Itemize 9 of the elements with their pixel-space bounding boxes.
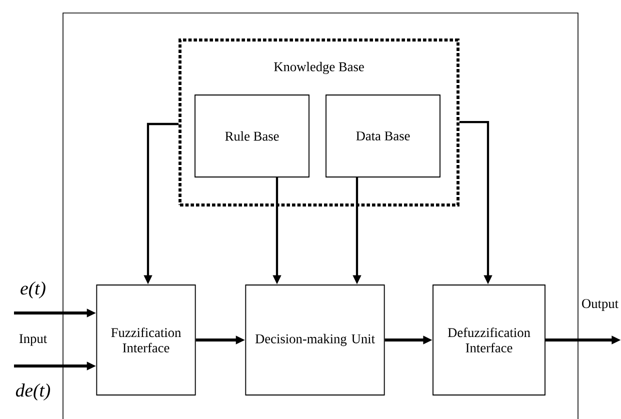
process-box: Rule Base xyxy=(194,94,310,178)
input-label: Input xyxy=(19,334,47,346)
process-box: Fuzzification Interface xyxy=(96,284,196,396)
signal-label: e(t) xyxy=(20,282,46,298)
signal-label: de(t) xyxy=(16,384,50,400)
process-box: Defuzzification Interface xyxy=(432,284,546,396)
output-label: Output xyxy=(582,299,618,311)
process-box: Decision-making Unit xyxy=(245,284,385,396)
process-box: Data Base xyxy=(326,94,440,178)
